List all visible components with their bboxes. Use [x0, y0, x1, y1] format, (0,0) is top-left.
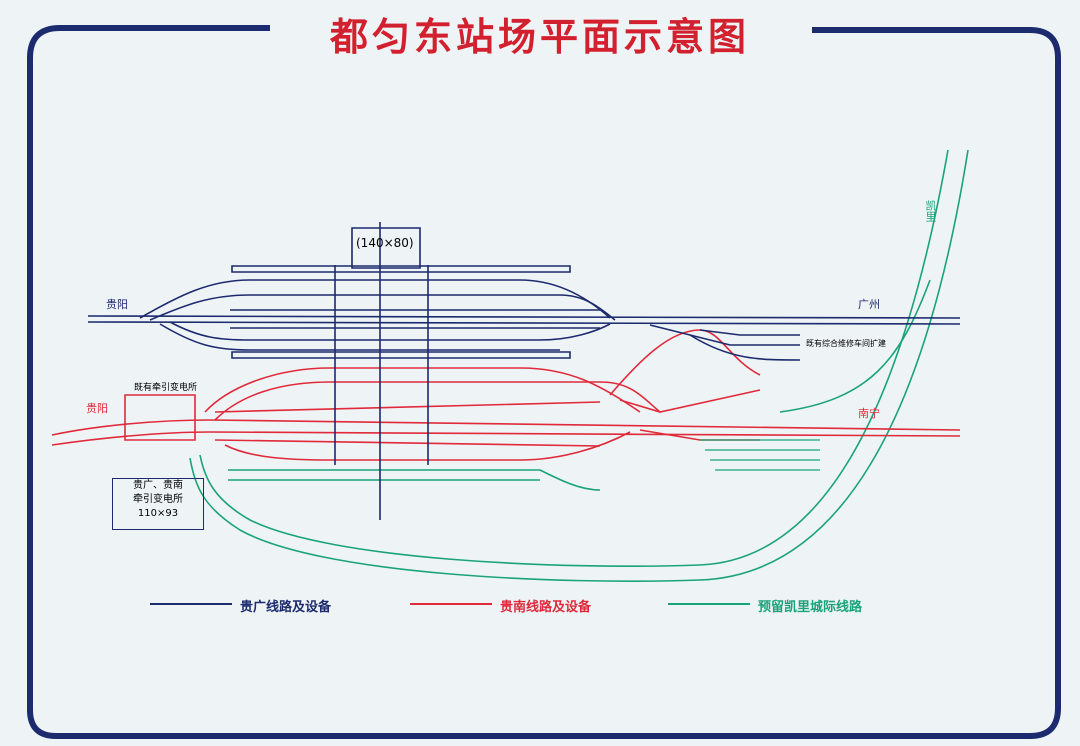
direction-guiyang-top: 贵阳 [106, 298, 128, 311]
frame-border [27, 25, 1061, 739]
direction-kaili: 凯里 [924, 200, 937, 222]
direction-nanning: 南宁 [858, 407, 880, 420]
direction-guangzhou: 广州 [858, 298, 880, 311]
legend-kaili: 预留凯里城际线路 [758, 600, 863, 615]
guinan-lines [51, 329, 961, 461]
direction-guiyang-bottom: 贵阳 [86, 402, 108, 415]
legend-guiguang: 贵广线路及设备 [240, 600, 332, 615]
page-title: 都匀东站场平面示意图 [0, 6, 1080, 61]
new-substation-box: 贵广、贵南 牵引变电所 110×93 [112, 478, 204, 530]
existing-substation-label: 既有牵引变电所 [134, 383, 198, 393]
depot-note: 既有综合维修车间扩建 [806, 339, 886, 348]
kaili-lines [189, 149, 969, 582]
legend-guinan: 贵南线路及设备 [500, 600, 592, 615]
station-size-label: (140×80) [356, 236, 414, 250]
guiguang-lines [87, 222, 961, 520]
